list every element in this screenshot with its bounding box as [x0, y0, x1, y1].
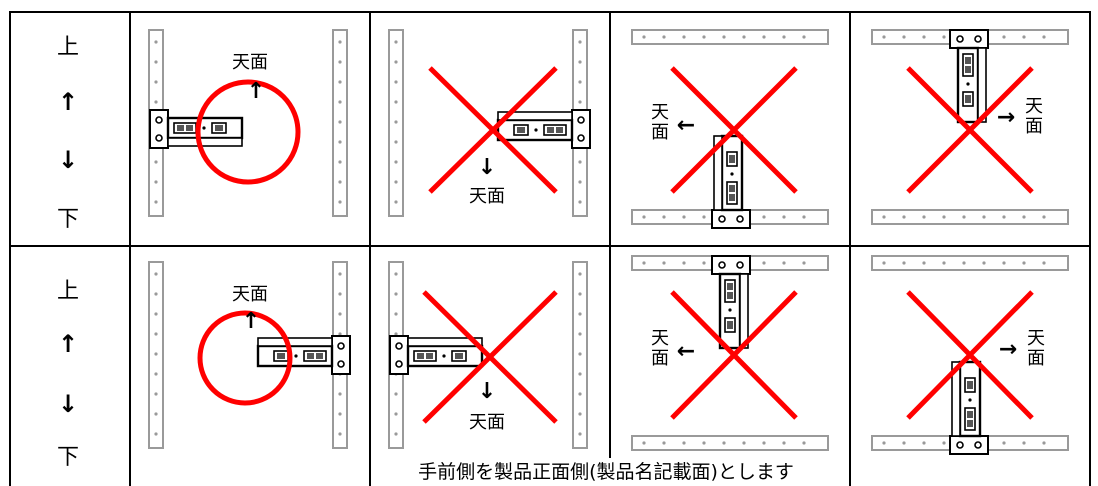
arrow-right-icon: →: [999, 337, 1017, 362]
top-face-label-2: 面: [1027, 348, 1045, 369]
arrow-left-icon: ←: [677, 339, 695, 364]
ng-cross-mark: [670, 290, 798, 420]
arrow-down-icon: ↓: [58, 390, 78, 418]
table-grid: [9, 11, 1091, 486]
cell-r1-c4: → 天 面: [871, 28, 1069, 225]
arrow-right-icon: →: [997, 105, 1015, 130]
top-face-label-2: 面: [651, 122, 669, 143]
module: [948, 28, 990, 124]
rail-top: [631, 29, 829, 45]
top-face-label-1: 天: [651, 328, 669, 349]
ng-cross-mark: [670, 66, 798, 194]
top-face-label: 天面: [469, 412, 505, 433]
arrow-down-icon: ↓: [58, 146, 78, 174]
rail-right: [332, 29, 348, 217]
label-down: 下: [57, 207, 79, 232]
rail-left: [148, 261, 164, 449]
side-labels-row2: 上 ↑ ↓ 下: [57, 279, 79, 470]
cell-r2-c1: 天面 ↑: [148, 261, 352, 449]
top-face-label: 天面: [232, 284, 268, 305]
top-face-label-2: 面: [651, 348, 669, 369]
label-down: 下: [57, 445, 79, 470]
arrow-up-icon: ↑: [247, 79, 265, 104]
top-face-label-1: 天: [1025, 96, 1043, 117]
top-face-label-1: 天: [1027, 328, 1045, 349]
rail-right: [572, 261, 588, 449]
cell-r1-c2: ↓ 天面: [388, 29, 592, 217]
label-up: 上: [57, 279, 79, 304]
ok-circle-mark: [197, 310, 293, 406]
cell-r1-c3: 天 面 ←: [631, 29, 829, 230]
caption-background: [374, 458, 848, 486]
module: [710, 254, 752, 350]
module: [496, 108, 592, 150]
ng-cross-mark: [428, 66, 558, 194]
caption: 手前側を製品正面側(製品名記載面)とします: [418, 461, 794, 483]
arrow-down-icon: ↓: [478, 155, 496, 180]
top-face-label: 天面: [469, 186, 505, 207]
cell-r2-c4: → 天 面: [871, 255, 1069, 456]
module: [388, 334, 484, 376]
ok-circle-mark: [195, 79, 301, 185]
arrow-up-icon: ↑: [242, 309, 260, 334]
arrow-up-icon: ↑: [58, 330, 78, 358]
arrow-down-icon: ↓: [478, 379, 496, 404]
cell-r2-c2: ↓ 天面: [388, 261, 588, 449]
ng-cross-mark: [422, 290, 558, 424]
ng-cross-mark: [906, 66, 1034, 194]
top-face-label-1: 天: [651, 102, 669, 123]
cell-r1-c1: 天面 ↑: [148, 29, 348, 217]
rail-bottom: [631, 435, 829, 451]
arrow-left-icon: ←: [677, 113, 695, 138]
top-face-label: 天面: [232, 52, 268, 73]
label-up: 上: [57, 35, 79, 60]
module: [256, 334, 352, 376]
arrow-up-icon: ↑: [58, 88, 78, 116]
cell-r2-c3: 天 面 ←: [631, 254, 829, 451]
rail-bottom: [871, 209, 1069, 225]
ng-cross-mark: [906, 290, 1034, 420]
top-face-label-2: 面: [1025, 116, 1043, 137]
rail-left: [388, 29, 404, 217]
module: [948, 360, 990, 456]
rail-top: [871, 255, 1069, 271]
side-labels-row1: 上 ↑ ↓ 下: [57, 35, 79, 232]
